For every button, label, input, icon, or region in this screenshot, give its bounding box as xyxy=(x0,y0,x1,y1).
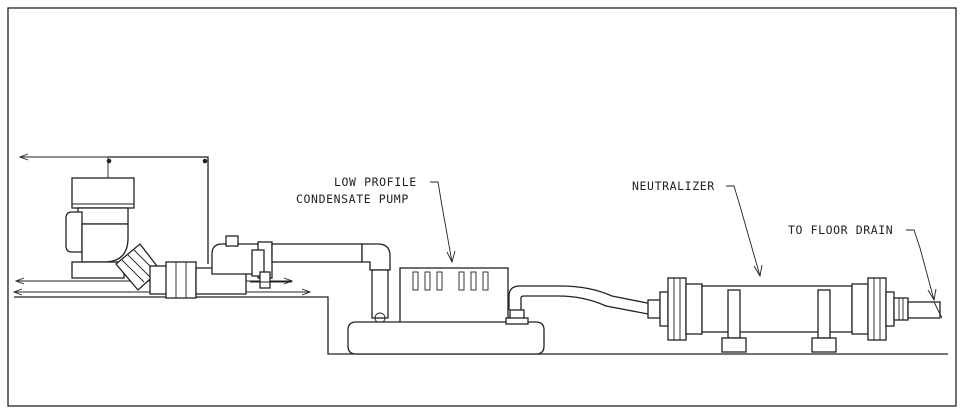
panel-screw-icon xyxy=(106,158,112,164)
furnace-vent-elbow xyxy=(14,177,294,291)
drain-pipe-horizontal xyxy=(149,261,247,299)
panel-screw-icon xyxy=(202,158,208,164)
pump-vent-slots xyxy=(412,271,489,291)
neutralizer-label: NEUTRALIZER xyxy=(632,179,715,193)
pump-inlet-pipe xyxy=(361,243,391,324)
drawing-border xyxy=(7,7,957,407)
trap-tee xyxy=(211,235,363,289)
pump-label-line2: CONDENSATE PUMP xyxy=(296,192,409,206)
floor-drain-pipe xyxy=(907,301,943,319)
label-condensate-pump: LOW PROFILE CONDENSATE PUMP xyxy=(296,175,456,264)
wall-panel xyxy=(18,153,209,264)
label-neutralizer: NEUTRALIZER xyxy=(632,179,763,278)
label-floor-drain: TO FLOOR DRAIN xyxy=(788,223,937,302)
neutralizer xyxy=(647,277,909,353)
pump-label-line1: LOW PROFILE xyxy=(334,175,417,189)
condensate-pump xyxy=(347,267,545,355)
discharge-hose xyxy=(508,285,653,315)
floor-drain-label: TO FLOOR DRAIN xyxy=(788,223,893,237)
